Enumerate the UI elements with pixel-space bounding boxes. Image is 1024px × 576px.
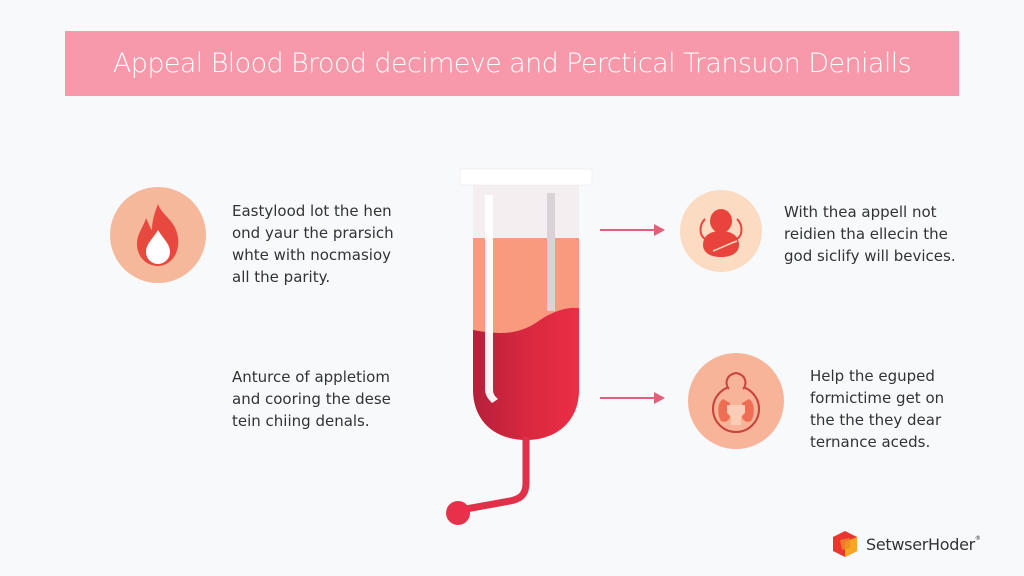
right-description-1: With thea appell not reidien tha ellecin…	[784, 203, 956, 265]
arrow-right-icon	[600, 224, 665, 236]
cube-logo-icon	[833, 531, 857, 557]
person-embrace-icon	[680, 190, 762, 272]
title-banner: Appeal Blood Brood decimeve and Perctica…	[65, 31, 959, 96]
arrow-right-icon	[600, 392, 665, 404]
brand-name: SetwserHoder®	[866, 534, 981, 554]
page-title: Appeal Blood Brood decimeve and Perctica…	[112, 48, 912, 79]
left-description-2: Anturce of appletiom and cooring the des…	[232, 368, 391, 430]
right-description-2: Help the eguped formictime get on the th…	[810, 367, 945, 451]
flame-drop-icon	[110, 187, 206, 283]
person-lungs-icon	[688, 353, 784, 449]
left-description-1: Eastylood lot the hen ond yaur the prars…	[232, 202, 394, 286]
blood-bag-graphic	[446, 168, 593, 525]
brand-logo: SetwserHoder®	[832, 530, 981, 558]
